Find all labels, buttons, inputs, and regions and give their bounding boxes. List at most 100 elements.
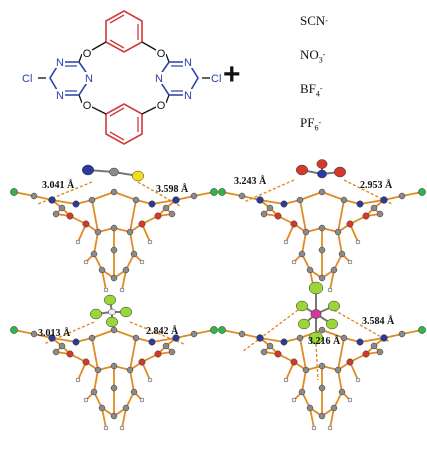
cage-bond xyxy=(301,231,307,255)
cage-bond xyxy=(129,337,137,371)
carbon-atom xyxy=(318,224,326,232)
nitrogen-atom xyxy=(380,334,388,342)
carbon-atom xyxy=(334,366,342,374)
carbon-atom xyxy=(94,366,102,374)
carbon-atom xyxy=(110,224,118,232)
cage-bond xyxy=(337,369,343,393)
cage-bond xyxy=(129,369,135,393)
fluorine-atom xyxy=(90,308,102,320)
cage-bond xyxy=(121,269,127,291)
carbon-atom xyxy=(306,266,314,274)
cage-bond xyxy=(91,199,99,233)
anion-label: PF6- xyxy=(300,116,321,135)
distance-label: 2.842 Å xyxy=(146,325,179,337)
anion-label: NO3- xyxy=(300,48,325,67)
top-benzene-ring xyxy=(105,10,143,53)
nitrogen-label: N xyxy=(56,90,64,102)
nitrogen-atom xyxy=(172,196,180,204)
nitrogen-atom xyxy=(148,338,156,346)
nitrogen-atom xyxy=(48,196,56,204)
cage-bond xyxy=(301,369,307,393)
oxygen-atom xyxy=(290,358,298,366)
sulfur-atom xyxy=(132,170,144,182)
cage-bond xyxy=(329,407,335,429)
anion-charge: - xyxy=(319,84,323,93)
cage-bond xyxy=(337,231,343,255)
carbon-atom xyxy=(190,330,198,338)
carbon-atom xyxy=(260,210,268,218)
anion-charge: - xyxy=(322,50,326,59)
carbon-atom xyxy=(330,266,338,274)
carbon-atom xyxy=(110,246,118,254)
oxygen-atom xyxy=(362,350,370,358)
carbon-atom xyxy=(110,188,118,196)
cage-bond xyxy=(101,407,107,429)
fluorine-atom xyxy=(298,318,310,330)
cage-bond xyxy=(129,199,137,233)
distance-label: 3.598 Å xyxy=(156,183,189,195)
chlorine-label: Cl xyxy=(22,73,32,85)
cage-bond xyxy=(91,329,115,339)
cage-bond xyxy=(113,329,137,339)
carbon-atom xyxy=(168,348,176,356)
carbon-atom xyxy=(296,334,304,342)
cage-bond xyxy=(91,337,99,371)
fluorine-atom xyxy=(308,281,324,295)
carbon-atom xyxy=(126,228,134,236)
distance-label: 3.041 Å xyxy=(42,179,75,191)
hydrogen-atom xyxy=(327,425,333,431)
cage-bond xyxy=(321,191,345,201)
cage-bond xyxy=(151,199,177,205)
carbon-atom xyxy=(330,404,338,412)
nitrogen-atom xyxy=(280,200,288,208)
fluorine-atom xyxy=(308,331,324,345)
cage-bond xyxy=(93,231,99,255)
carbon-atom xyxy=(94,228,102,236)
carbon-atom xyxy=(110,412,118,420)
fluorine-atom xyxy=(104,294,116,306)
carbon-atom xyxy=(130,250,138,258)
anion-formula: BF xyxy=(300,81,316,96)
anion-label: BF4- xyxy=(300,82,323,101)
oxygen-atom xyxy=(290,220,298,228)
oxygen-atom xyxy=(66,212,74,220)
cage-bond xyxy=(337,199,345,233)
cage-bond xyxy=(113,191,137,201)
carbon-atom xyxy=(302,228,310,236)
hydrogen-atom xyxy=(119,425,125,431)
hydrogen-atom xyxy=(347,259,353,265)
cage-bond xyxy=(91,191,115,201)
distance-label: 3.243 Å xyxy=(234,175,267,187)
chlorine-label: Cl xyxy=(211,73,221,85)
anion-formula: NO xyxy=(300,47,319,62)
anion-subscript: 4 xyxy=(315,89,320,99)
carbon-atom xyxy=(58,204,66,212)
oxygen-atom xyxy=(82,358,90,366)
hydrogen-atom xyxy=(291,397,297,403)
cage-bond xyxy=(93,369,99,393)
carbon-atom xyxy=(190,192,198,200)
nitrogen-label: N xyxy=(184,90,192,102)
hydrogen-atom xyxy=(108,308,116,316)
chlorine-atom xyxy=(10,188,18,196)
carbon-atom xyxy=(318,412,326,420)
cage-bond xyxy=(321,329,345,339)
hydrogen-atom xyxy=(103,425,109,431)
hydrogen-atom xyxy=(75,377,81,383)
oxygen-atom xyxy=(82,220,90,228)
carbon-atom xyxy=(318,274,326,282)
nitrogen-atom xyxy=(356,338,364,346)
fluorine-atom xyxy=(326,318,338,330)
hydrogen-atom xyxy=(311,425,317,431)
carbon-atom xyxy=(298,250,306,258)
oxygen-label: O xyxy=(83,48,92,60)
carbon-atom xyxy=(162,204,170,212)
carbon-atom xyxy=(162,342,170,350)
hydrogen-atom xyxy=(283,377,289,383)
oxygen-atom xyxy=(362,212,370,220)
carbon-atom xyxy=(266,204,274,212)
cage-bond xyxy=(337,337,345,371)
distance-label: 2.953 Å xyxy=(360,179,393,191)
carbon-atom xyxy=(306,404,314,412)
carbon-atom xyxy=(398,330,406,338)
